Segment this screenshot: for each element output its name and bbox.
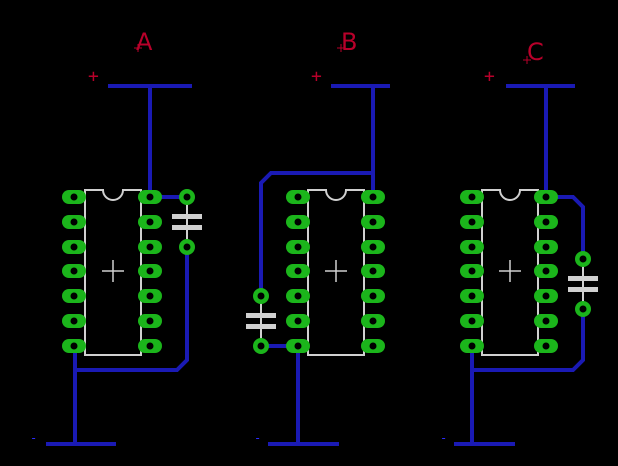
pad-drill [294,342,302,350]
pad-drill [542,292,550,300]
ic-outline [307,189,365,356]
minus-label: - [254,431,261,445]
capacitor-plate [568,287,598,292]
circuit-b: B + - [246,28,390,446]
pad-drill [542,218,550,226]
pad-drill [294,193,302,201]
pad-drill [369,243,377,251]
minus-label: - [30,431,37,445]
ic-a [62,189,162,356]
pad-drill [294,292,302,300]
circuit-label: C [527,38,544,66]
pad-drill [70,317,78,325]
pad-drill [294,218,302,226]
pad-drill [369,342,377,350]
pad-drill [542,317,550,325]
pad-drill [146,243,154,251]
pad-drill [468,243,476,251]
pad-drill [183,193,191,201]
capacitor-c [568,251,598,317]
pad-drill [294,267,302,275]
ic-c [460,189,558,356]
pad-drill [183,243,191,251]
pad-drill [579,305,587,313]
pad-drill [146,292,154,300]
pad-drill [146,342,154,350]
ic-outline [84,189,142,356]
ic-outline [481,189,539,356]
capacitor-plate [568,276,598,281]
pad-drill [369,317,377,325]
plus-label: + [88,66,99,87]
pad-drill [468,317,476,325]
trace [470,307,585,372]
pad-drill [468,342,476,350]
pad-drill [70,193,78,201]
pad-drill [579,255,587,263]
pad-drill [70,218,78,226]
trace [73,245,189,372]
pad-drill [468,267,476,275]
pad-drill [369,292,377,300]
pad-drill [257,292,265,300]
pad-drill [542,267,550,275]
pad-drill [146,218,154,226]
pad-drill [542,193,550,201]
pad-drill [369,193,377,201]
circuit-a: A + - [30,28,202,446]
plus-label: + [311,66,322,87]
traces-c [454,84,585,446]
trace [259,171,375,298]
circuit-label: A [136,28,153,56]
pad-drill [146,193,154,201]
pad-drill [294,317,302,325]
pad-drill [257,342,265,350]
ic-b [286,189,385,356]
pad-drill [146,267,154,275]
pad-drill [70,292,78,300]
capacitor-b [246,288,276,354]
capacitor-plate [246,313,276,318]
capacitor-plate [246,324,276,329]
pad-drill [468,292,476,300]
capacitor-plate [172,214,202,219]
pad-drill [542,342,550,350]
pad-drill [70,342,78,350]
pad-drill [70,267,78,275]
trace [544,195,585,261]
circuit-label: B [341,28,357,56]
pad-drill [468,218,476,226]
capacitor-a [172,189,202,255]
minus-label: - [440,431,447,445]
circuit-c: C + - [440,38,598,446]
pad-drill [468,193,476,201]
pad-drill [542,243,550,251]
plus-label: + [484,66,495,87]
capacitor-plate [172,225,202,230]
pad-drill [146,317,154,325]
pad-drill [294,243,302,251]
pad-drill [369,218,377,226]
pad-drill [70,243,78,251]
pad-drill [369,267,377,275]
